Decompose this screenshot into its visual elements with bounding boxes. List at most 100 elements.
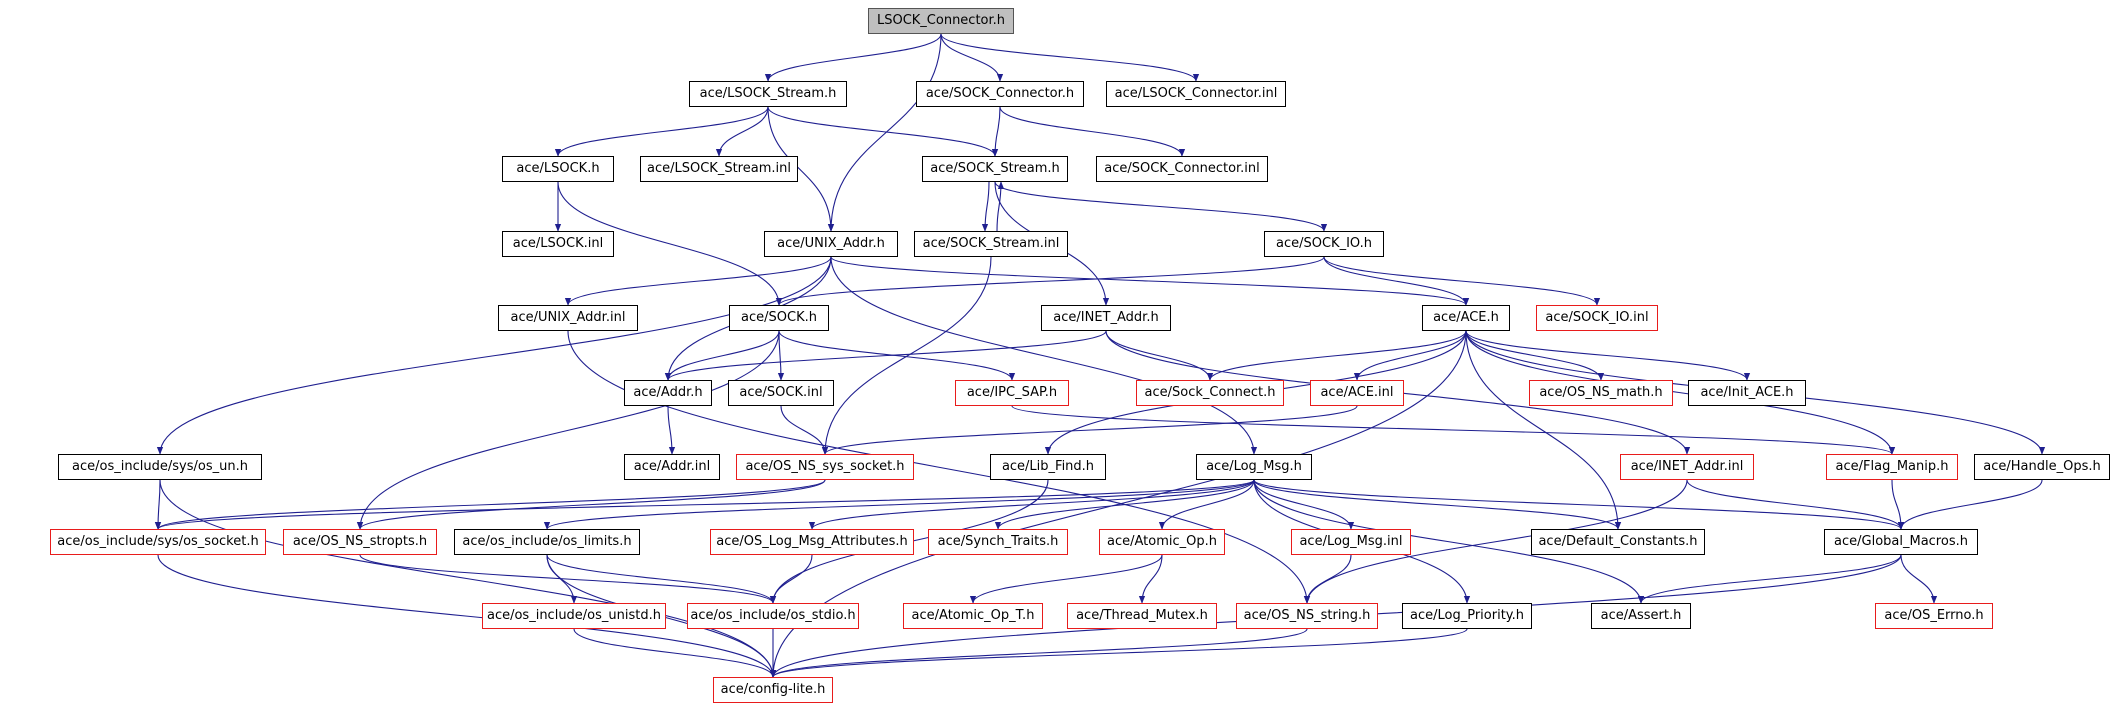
node-assert-h[interactable]: ace/Assert.h: [1591, 603, 1691, 629]
node-os-limits-h[interactable]: ace/os_include/os_limits.h: [454, 529, 640, 555]
node-sock-io-h[interactable]: ace/SOCK_IO.h: [1264, 231, 1384, 257]
edge-n28-n35: [808, 479, 1255, 530]
edge-n0-n1: [764, 33, 942, 82]
edge-n11-n16: [1323, 256, 1601, 306]
node-inet-addr-h[interactable]: ace/INET_Addr.h: [1041, 305, 1171, 331]
node-log-msg-inl[interactable]: ace/Log_Msg.inl: [1291, 529, 1411, 555]
node-config-lite-h[interactable]: ace/config-lite.h: [713, 677, 833, 703]
node-os-unistd-h[interactable]: ace/os_include/os_unistd.h: [482, 603, 666, 629]
edge-n9-n12: [564, 256, 832, 306]
edge-n15-n23: [1465, 330, 1751, 381]
node-lsock-stream-h[interactable]: ace/LSOCK_Stream.h: [689, 81, 847, 107]
edge-n40-n47: [1637, 554, 1902, 604]
edge-n28-n38: [1253, 479, 1355, 530]
edge-n0-n2: [940, 33, 1004, 82]
edge-n45-n49: [769, 628, 1308, 678]
node-os-ns-string-h[interactable]: ace/OS_NS_string.h: [1236, 603, 1378, 629]
node-thread-mutex-h[interactable]: ace/Thread_Mutex.h: [1067, 603, 1217, 629]
node-os-un-h[interactable]: ace/os_include/sys/os_un.h: [58, 454, 262, 480]
node-sock-inl[interactable]: ace/SOCK.inl: [728, 380, 834, 406]
node-log-msg-h[interactable]: ace/Log_Msg.h: [1196, 454, 1312, 480]
node-handle-ops-h[interactable]: ace/Handle_Ops.h: [1974, 454, 2110, 480]
edge-n4-n13: [557, 181, 783, 306]
node-sock-stream-h[interactable]: ace/SOCK_Stream.h: [922, 156, 1068, 182]
edge-n28-n39: [1253, 479, 1622, 530]
node-addr-inl[interactable]: ace/Addr.inl: [624, 454, 720, 480]
edge-n34-n42: [546, 554, 777, 604]
edge-n28-n36: [994, 479, 1255, 530]
node-lib-find-h[interactable]: ace/Lib_Find.h: [990, 454, 1106, 480]
edge-n26-n32: [154, 479, 826, 530]
edge-n28-n40: [1253, 479, 1905, 530]
node-os-socket-h[interactable]: ace/os_include/sys/os_socket.h: [50, 529, 266, 555]
node-ipc-sap-h[interactable]: ace/IPC_SAP.h: [955, 380, 1069, 406]
node-inet-addr-inl[interactable]: ace/INET_Addr.inl: [1620, 454, 1754, 480]
edge-n28-n32: [155, 479, 1255, 530]
edge-n10-n26: [821, 256, 992, 455]
edge-n15-n39: [1465, 330, 1622, 530]
node-os-stdio-h[interactable]: ace/os_include/os_stdio.h: [687, 603, 859, 629]
edge-n46-n49: [770, 628, 1468, 678]
node-log-priority-h[interactable]: ace/Log_Priority.h: [1402, 603, 1532, 629]
edge-n6-n11: [994, 181, 1328, 232]
edge-n28-n47: [1253, 479, 1645, 604]
node-init-ace-h[interactable]: ace/Init_ACE.h: [1688, 380, 1806, 406]
node-lsock-stream-inl[interactable]: ace/LSOCK_Stream.inl: [640, 156, 798, 182]
node-os-log-msg-attributes-h[interactable]: ace/OS_Log_Msg_Attributes.h: [710, 529, 914, 555]
edge-n2-n6: [991, 106, 1001, 157]
node-global-macros-h[interactable]: ace/Global_Macros.h: [1824, 529, 1978, 555]
edge-n9-n15: [830, 256, 1470, 306]
edge-n35-n42: [769, 554, 813, 604]
edge-n13-n33: [356, 330, 780, 530]
edge-n40-n48: [1900, 554, 1938, 604]
node-os-ns-sys-socket-h[interactable]: ace/OS_NS_sys_socket.h: [736, 454, 914, 480]
edge-n1-n5: [715, 106, 769, 157]
node-default-constants-h[interactable]: ace/Default_Constants.h: [1531, 529, 1705, 555]
edge-n1-n9: [767, 106, 835, 232]
edge-n15-n20: [1206, 330, 1467, 381]
edge-n15-n22: [1465, 330, 1605, 381]
edge-n41-n49: [573, 628, 777, 678]
node-atomic-op-h[interactable]: ace/Atomic_Op.h: [1099, 529, 1225, 555]
node-ace-h[interactable]: ace/ACE.h: [1422, 305, 1510, 331]
edge-n2-n7: [999, 106, 1186, 157]
edge-n26-n33: [356, 479, 826, 530]
node-lsock-h[interactable]: ace/LSOCK.h: [502, 156, 614, 182]
node-sock-connector-inl[interactable]: ace/SOCK_Connector.inl: [1096, 156, 1268, 182]
node-addr-h[interactable]: ace/Addr.h: [624, 380, 712, 406]
node-lsock-connector-inl[interactable]: ace/LSOCK_Connector.inl: [1106, 81, 1286, 107]
edge-n19-n30: [1011, 405, 1895, 455]
node-unix-addr-h[interactable]: ace/UNIX_Addr.h: [764, 231, 898, 257]
node-lsock-connector-h[interactable]: LSOCK_Connector.h: [868, 8, 1014, 34]
edge-n28-n34: [544, 479, 1255, 530]
edge-n11-n13: [775, 256, 1325, 306]
edge-n12-n45: [567, 330, 1311, 604]
edge-n15-n30: [1465, 330, 1896, 455]
edge-n37-n44: [1138, 554, 1163, 604]
edge-n11-n15: [1323, 256, 1470, 306]
node-flag-manip-h[interactable]: ace/Flag_Manip.h: [1826, 454, 1958, 480]
node-synch-traits-h[interactable]: ace/Synch_Traits.h: [928, 529, 1068, 555]
node-sock-connect-h[interactable]: ace/Sock_Connect.h: [1136, 380, 1284, 406]
edge-n17-n25: [667, 405, 676, 455]
node-sock-io-inl[interactable]: ace/SOCK_IO.inl: [1536, 305, 1658, 331]
edge-n15-n21: [1353, 330, 1467, 381]
edge-n29-n40: [1686, 479, 1905, 530]
edge-n14-n20: [1105, 330, 1214, 381]
node-unix-addr-inl[interactable]: ace/UNIX_Addr.inl: [498, 305, 638, 331]
edge-n38-n45: [1303, 554, 1352, 604]
node-sock-h[interactable]: ace/SOCK.h: [729, 305, 829, 331]
edge-n28-n37: [1158, 479, 1255, 530]
edge-n24-n49: [159, 479, 777, 678]
node-os-errno-h[interactable]: ace/OS_Errno.h: [1875, 603, 1993, 629]
node-atomic-op-t-h[interactable]: ace/Atomic_Op_T.h: [903, 603, 1043, 629]
edge-n14-n17: [664, 330, 1107, 381]
node-lsock-inl[interactable]: ace/LSOCK.inl: [502, 231, 614, 257]
node-sock-connector-h[interactable]: ace/SOCK_Connector.h: [916, 81, 1084, 107]
node-os-ns-math-h[interactable]: ace/OS_NS_math.h: [1529, 380, 1673, 406]
node-sock-stream-inl[interactable]: ace/SOCK_Stream.inl: [914, 231, 1068, 257]
node-os-ns-stropts-h[interactable]: ace/OS_NS_stropts.h: [283, 529, 437, 555]
edge-n9-n28: [830, 256, 1258, 455]
edge-n1-n4: [554, 106, 769, 157]
node-ace-inl[interactable]: ace/ACE.inl: [1310, 380, 1404, 406]
